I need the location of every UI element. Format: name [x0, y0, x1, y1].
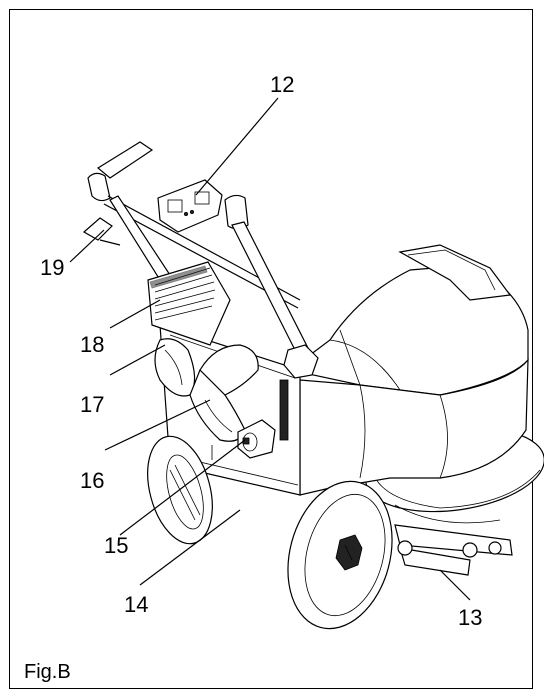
filter-block	[147, 261, 231, 346]
figure-caption: Fig.B	[24, 661, 71, 683]
callout-14: 14	[124, 592, 148, 617]
callout-17: 17	[80, 392, 104, 417]
leader-lines	[69, 97, 471, 601]
callout-12: 12	[270, 72, 294, 97]
callout-13: 13	[458, 605, 482, 630]
machine-body	[288, 244, 529, 496]
squeegee-assembly	[394, 524, 513, 576]
handle-assembly	[82, 141, 319, 379]
callout-15: 15	[104, 533, 128, 558]
right-wheel	[287, 480, 393, 630]
suction-hose	[154, 338, 259, 442]
vacuum-motor	[237, 419, 276, 459]
callout-16: 16	[80, 468, 104, 493]
callout-18: 18	[80, 332, 104, 357]
callout-19: 19	[40, 255, 64, 280]
